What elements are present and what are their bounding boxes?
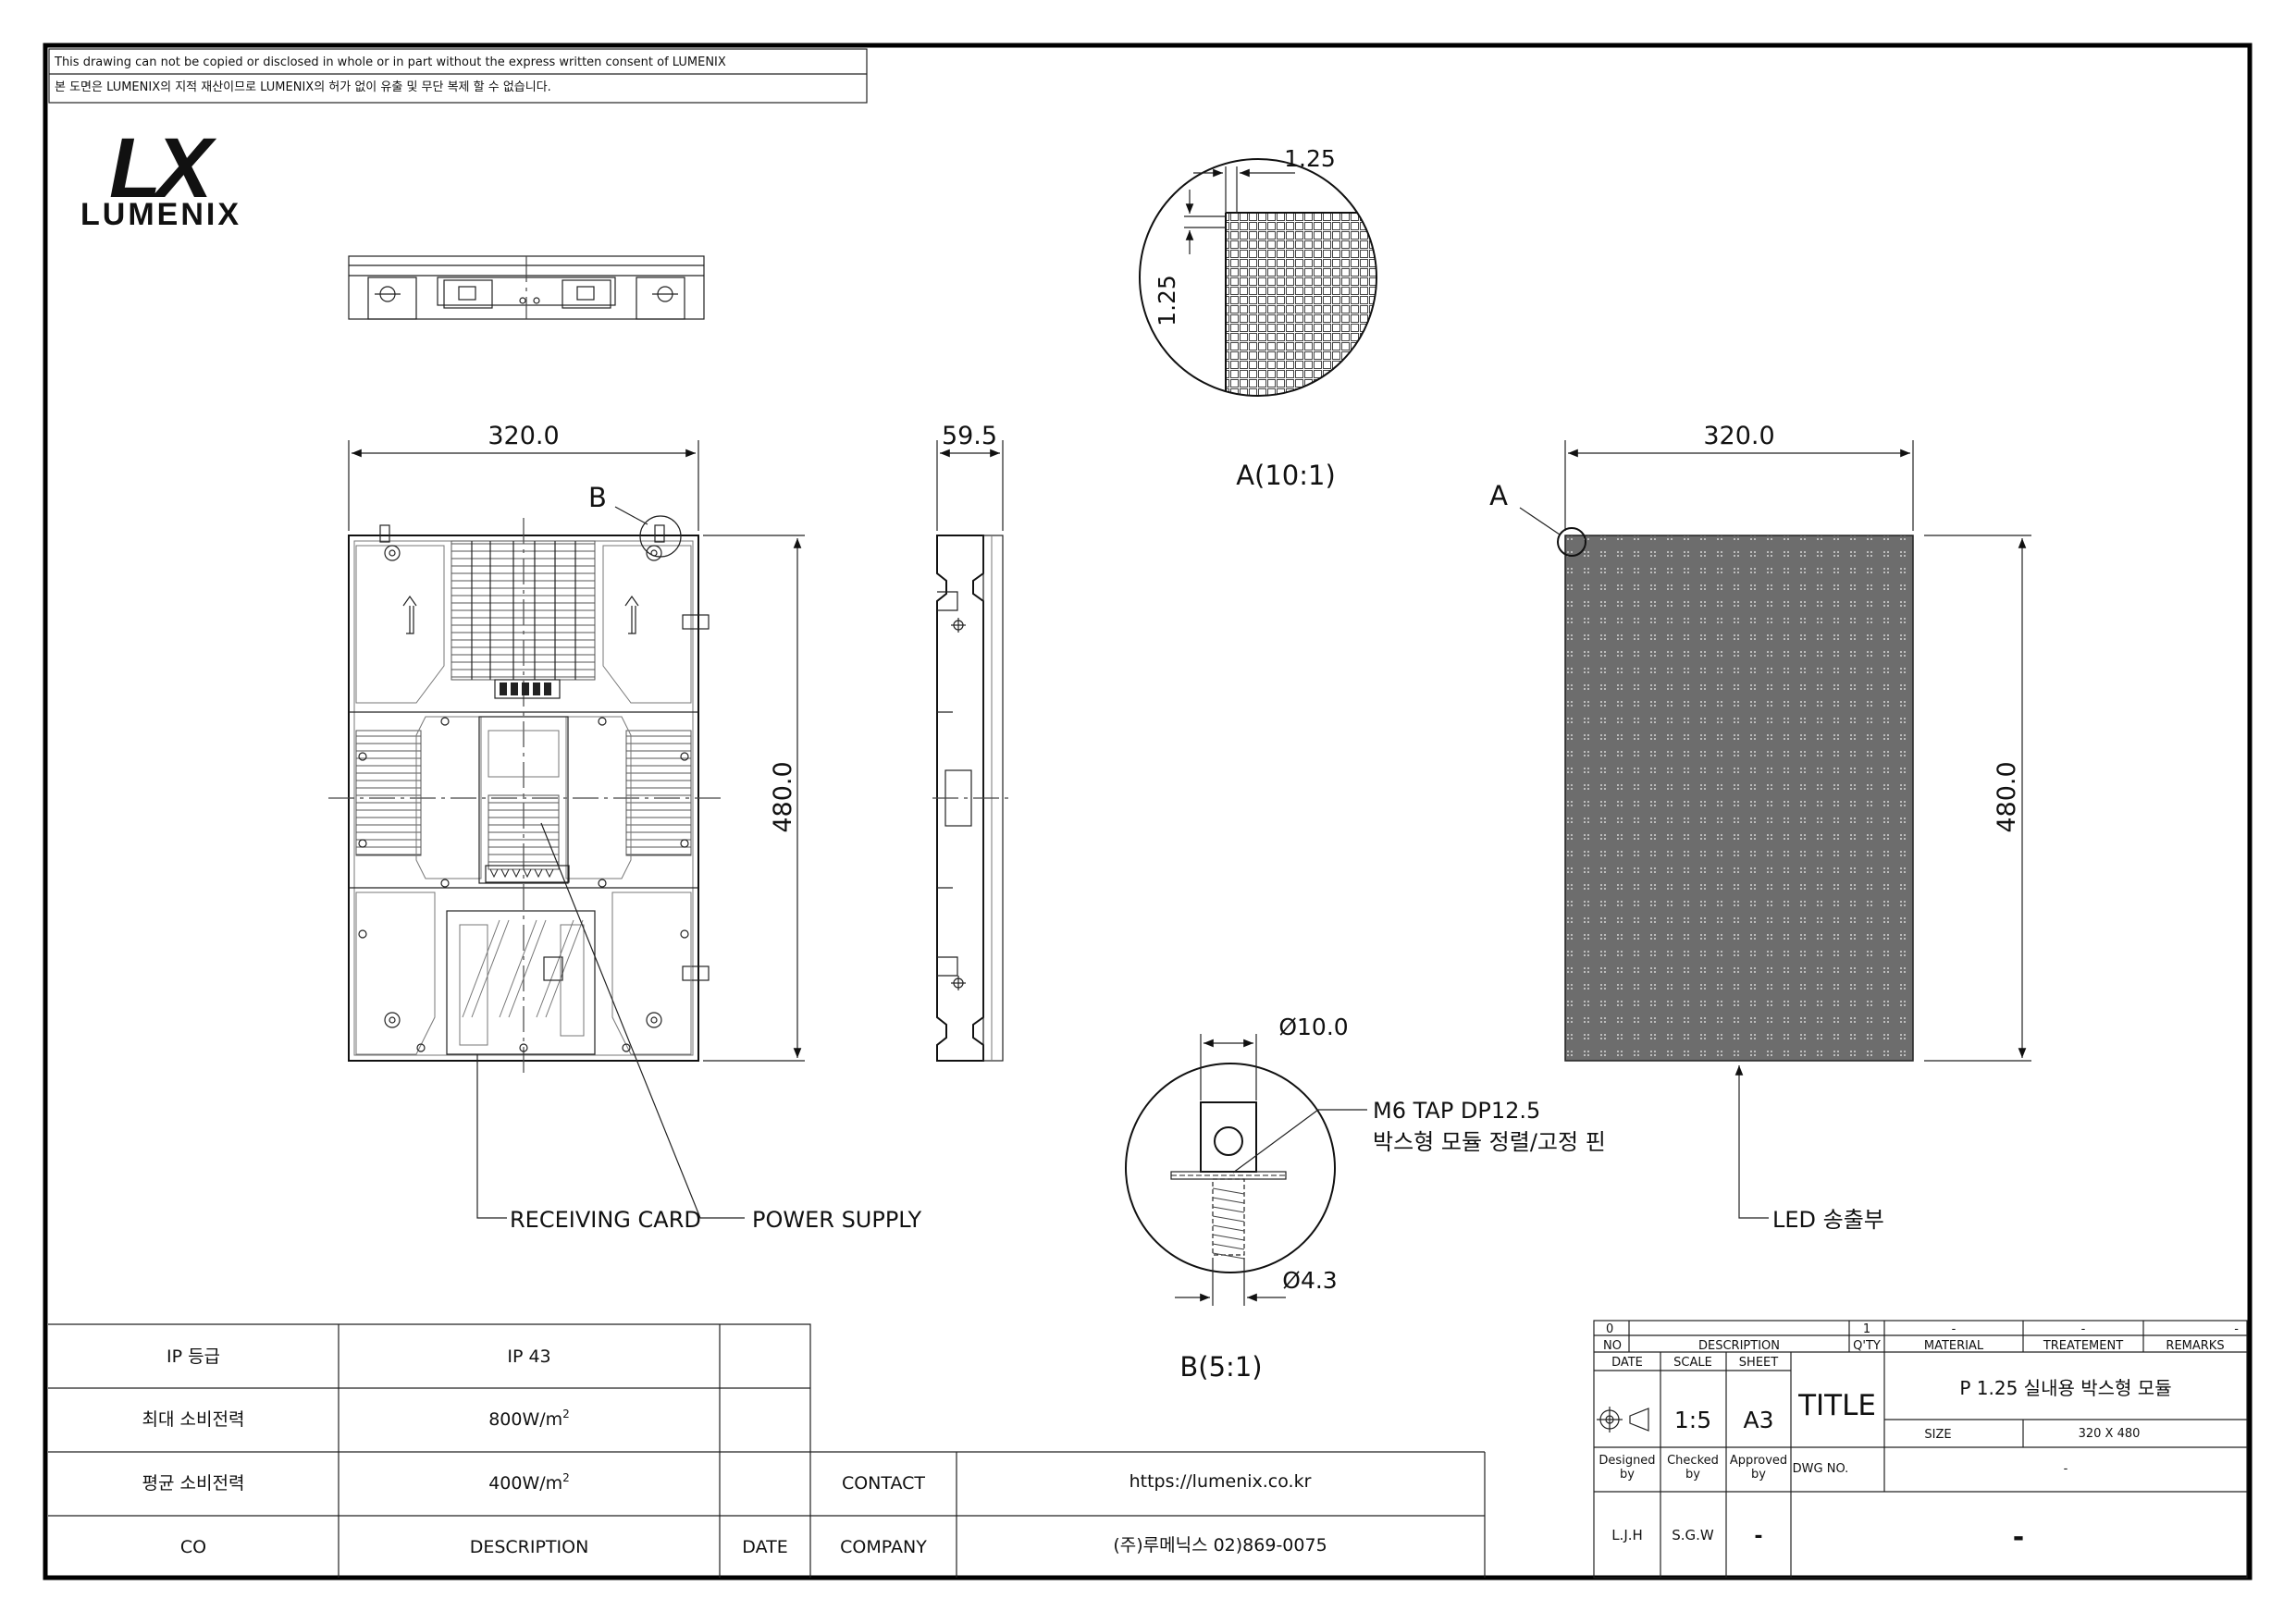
side-view: 59.5 <box>932 422 1008 1062</box>
detail-a-pitch-h: 1.25 <box>1284 145 1336 172</box>
callout-receiving-card: RECEIVING CARD <box>510 1207 701 1233</box>
logo-name: LUMENIX <box>80 197 241 232</box>
size-value: 320 X 480 <box>2079 1427 2141 1441</box>
scale-label: SCALE <box>1673 1356 1712 1370</box>
sheet-value: A3 <box>1743 1407 1773 1433</box>
front-view: 320.0 480.0 A LED 송출부 <box>1489 422 2031 1233</box>
date-label: DATE <box>1611 1356 1643 1370</box>
header-description: DESCRIPTION <box>1698 1339 1780 1353</box>
dwg-no-label: DWG NO. <box>1793 1462 1849 1476</box>
company-value: (주)루메닉스 02)869-0075 <box>1113 1535 1327 1555</box>
back-view: 320.0 480.0 <box>328 422 921 1233</box>
approver-name: - <box>1754 1525 1762 1548</box>
rev-material: - <box>1952 1322 1957 1336</box>
lumenix-logo: LX LUMENIX <box>80 121 241 232</box>
front-width-dim: 320.0 <box>1703 422 1774 450</box>
spec-value-ip: IP 43 <box>507 1346 550 1367</box>
title-label: TITLE <box>1797 1389 1876 1422</box>
scale-value: 1:5 <box>1674 1407 1711 1433</box>
detail-b-note-line2: 박스형 모듈 정렬/고정 핀 <box>1373 1129 1606 1155</box>
header-treatment: TREATEMENT <box>2043 1339 2123 1353</box>
detail-b-dia-bottom: Ø4.3 <box>1282 1267 1337 1294</box>
header-qty: Q'TY <box>1853 1339 1881 1353</box>
rev-remarks: - <box>2234 1322 2239 1336</box>
callout-power-supply: POWER SUPPLY <box>752 1207 921 1233</box>
copyright-notice: This drawing can not be copied or disclo… <box>48 48 868 104</box>
notice-line-1: This drawing can not be copied or disclo… <box>54 55 726 69</box>
header-no: NO <box>1603 1339 1622 1353</box>
bottom-dwg-value: - <box>2013 1521 2024 1554</box>
rev-treatment: - <box>2081 1322 2086 1336</box>
header-remarks: REMARKS <box>2166 1339 2224 1353</box>
header-material: MATERIAL <box>1924 1339 1984 1353</box>
spec-label-ip: IP 등급 <box>167 1346 220 1367</box>
spec-label-co: CO <box>180 1537 206 1557</box>
contact-value: https://lumenix.co.kr <box>1129 1471 1312 1492</box>
contact-label: CONTACT <box>842 1473 925 1494</box>
spec-value-avg-power: 400W/m2 <box>488 1471 570 1494</box>
back-detail-b-label: B <box>588 482 607 513</box>
spec-date-label: DATE <box>742 1537 787 1557</box>
detail-b-note-line1: M6 TAP DP12.5 <box>1373 1098 1540 1124</box>
side-depth-dim: 59.5 <box>942 422 997 450</box>
rev-no: 0 <box>1606 1322 1613 1336</box>
detail-a-caption: A(10:1) <box>1236 460 1336 491</box>
size-label: SIZE <box>1924 1428 1951 1442</box>
checker-name: S.G.W <box>1672 1527 1714 1543</box>
spec-label-max-power: 최대 소비전력 <box>142 1409 245 1430</box>
notice-line-2: 본 도면은 LUMENIX의 지적 재산이므로 LUMENIX의 허가 없이 유… <box>55 80 551 94</box>
company-label: COMPANY <box>840 1537 927 1557</box>
dwg-no-value: - <box>2064 1462 2068 1476</box>
designer-name: L.J.H <box>1611 1527 1643 1543</box>
led-panel <box>1564 535 1914 1062</box>
top-view <box>348 255 705 320</box>
spec-table: IP 등급 IP 43 최대 소비전력 800W/m2 평균 소비전력 400W… <box>48 1323 1486 1578</box>
spec-label-avg-power: 평균 소비전력 <box>142 1473 245 1494</box>
rev-qty: 1 <box>1863 1322 1870 1336</box>
detail-b: Ø10.0 Ø4.3 M6 TAP DP12.5 박스형 모듈 정렬/고정 핀 … <box>1125 1014 1606 1383</box>
detail-b-caption: B(5:1) <box>1179 1351 1262 1383</box>
back-width-dim: 320.0 <box>488 422 559 450</box>
detail-a-pitch-v: 1.25 <box>1154 275 1180 326</box>
spec-value-description: DESCRIPTION <box>470 1537 589 1557</box>
back-height-dim: 480.0 <box>769 761 797 832</box>
callout-led: LED 송출부 <box>1772 1207 1884 1233</box>
detail-b-dia-top: Ø10.0 <box>1278 1014 1348 1040</box>
spec-value-max-power: 800W/m2 <box>488 1408 570 1430</box>
title-block: 0 1 - - - NO DESCRIPTION Q'TY MATERIAL T… <box>1593 1320 2248 1579</box>
logo-mark: LX <box>109 121 216 215</box>
sheet-label: SHEET <box>1739 1356 1778 1370</box>
drawing-frame <box>43 43 2253 1580</box>
projection-symbol-icon <box>1597 1407 1649 1432</box>
front-height-dim: 480.0 <box>1993 761 2021 832</box>
front-detail-a-label: A <box>1489 480 1508 511</box>
detail-a: 1.25 1.25 A(10:1) <box>1139 145 1377 491</box>
title-value: P 1.25 실내용 박스형 모듈 <box>1959 1377 2171 1399</box>
